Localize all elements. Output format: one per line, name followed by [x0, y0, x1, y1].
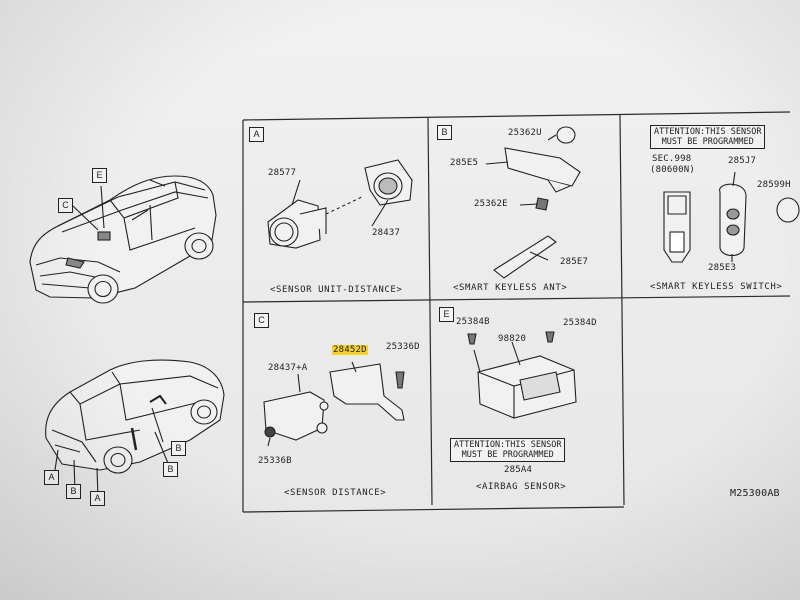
panel-c-tag: C	[254, 313, 269, 328]
panel-e-caption: <AIRBAG SENSOR>	[476, 482, 567, 492]
figure-number: M25300AB	[730, 488, 780, 499]
sensor-unit-distance-drawing	[267, 159, 413, 249]
smart-keyless-switch-drawing	[663, 171, 800, 263]
key-attention-line-2: MUST BE PROGRAMMED	[661, 137, 754, 147]
airbag-attention-line-1: ATTENTION:THIS SENSOR	[454, 440, 562, 450]
part-number-98820: 98820	[498, 334, 527, 344]
part-number-28577: 28577	[268, 168, 297, 178]
callout-tag-e: E	[92, 168, 107, 183]
part-number-25336b: 25336B	[258, 456, 292, 466]
airbag-sensor-drawing	[467, 331, 577, 419]
part-number-285j7: 285J7	[728, 156, 757, 166]
panel-a-tag: A	[249, 127, 264, 142]
part-number-28599h: 28599H	[757, 180, 791, 190]
part-number-25384b: 25384B	[456, 317, 490, 327]
part-number-285e5: 285E5	[450, 158, 479, 168]
callout-tag-c: C	[58, 198, 73, 213]
smart-keyless-ant-drawing	[485, 126, 581, 279]
car-front-view	[29, 175, 217, 304]
part-number-25384d: 25384D	[563, 318, 597, 328]
part-number-285e7: 285E7	[560, 257, 589, 267]
part-number-285e3: 285E3	[708, 263, 737, 273]
frame-top-line	[242, 111, 791, 121]
panel-b-caption: <SMART KEYLESS ANT>	[453, 283, 568, 293]
frame-bottom-line	[242, 506, 625, 513]
part-number-25362e: 25362E	[474, 199, 508, 209]
key-attention-box: ATTENTION:THIS SENSOR MUST BE PROGRAMMED	[650, 125, 766, 149]
car-rear-view	[45, 359, 225, 499]
part-number-285a4: 285A4	[504, 465, 533, 475]
frame-divider-2	[619, 114, 625, 506]
frame-divider-1	[427, 117, 433, 506]
part-number-28437: 28437	[372, 228, 401, 238]
airbag-attention-line-2: MUST BE PROGRAMMED	[461, 450, 554, 460]
key-attention-line-1: ATTENTION:THIS SENSOR	[654, 127, 762, 137]
callout-tag-b-2: B	[171, 441, 186, 456]
airbag-attention-box: ATTENTION:THIS SENSOR MUST BE PROGRAMMED	[450, 438, 566, 462]
part-number-25336d: 25336D	[386, 342, 420, 352]
part-number-25362u: 25362U	[508, 128, 542, 138]
callout-tag-a-2: A	[90, 491, 105, 506]
callout-tag-b-1: B	[66, 484, 81, 499]
part-number-80600n: (80600N)	[650, 165, 695, 175]
frame-middle-line	[242, 295, 791, 303]
panel-a-caption: <SENSOR UNIT-DISTANCE>	[270, 285, 403, 295]
part-number-28452d: 28452D	[332, 345, 368, 355]
callout-tag-a-1: A	[44, 470, 59, 485]
part-number-28437a: 28437+A	[268, 363, 308, 373]
sensor-distance-drawing	[263, 361, 405, 447]
panel-b-tag: B	[437, 125, 452, 140]
panel-c-caption: <SENSOR DISTANCE>	[284, 488, 387, 498]
part-number-sec998: SEC.998	[652, 154, 692, 164]
key-panel-caption: <SMART KEYLESS SWITCH>	[650, 282, 783, 292]
callout-tag-b-3: B	[163, 462, 178, 477]
panel-e-tag: E	[439, 307, 454, 322]
highlighted-part-number: 28452D	[332, 345, 368, 355]
